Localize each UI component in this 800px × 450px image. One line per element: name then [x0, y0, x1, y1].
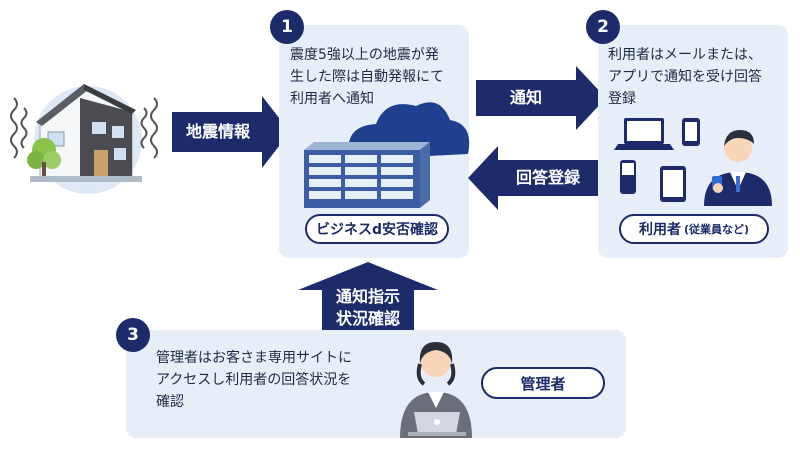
business-safety-confirm-pill: ビジネスd安否確認 [305, 214, 449, 244]
step1-description: 震度5強以上の地震が発 生した際は自動発報にて 利用者へ通知 [290, 47, 444, 107]
step3-description: 管理者はお客さま専用サイトに アクセスし利用者の回答状況を 確認 [156, 350, 352, 410]
step1-badge: 1 [270, 10, 304, 44]
notify-label: 通知 [509, 88, 542, 107]
user-pill: 利用者(従業員など) [619, 214, 769, 244]
earthquake-info-label: 地震情報 [185, 122, 250, 141]
instruct-status-label: 通知指示 状況確認 [335, 287, 400, 328]
step2-badge: 2 [586, 10, 620, 44]
answer-register-label: 回答登録 [515, 168, 580, 187]
step3-badge: 3 [116, 318, 150, 352]
manager-pill: 管理者 [481, 367, 605, 399]
user-pill-main: 利用者 [638, 222, 681, 238]
step2-description: 利用者はメールまたは、 アプリで通知を受け回答 登録 [608, 47, 762, 107]
user-pill-sub: (従業員など) [683, 223, 750, 236]
